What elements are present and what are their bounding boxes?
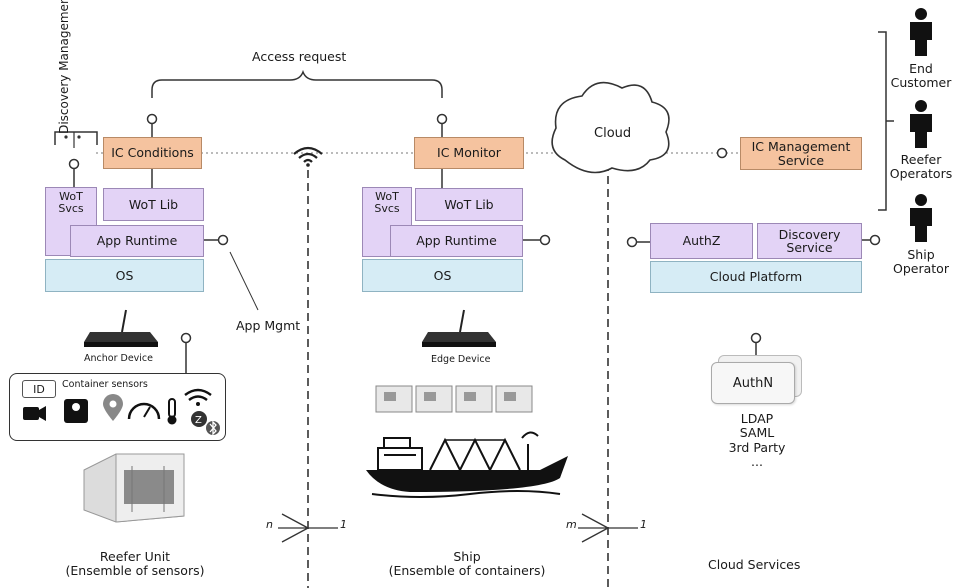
anchor-os: OS [45, 259, 204, 292]
ic-monitor-box: IC Monitor [414, 137, 524, 169]
authn-box: AuthN [711, 362, 795, 404]
multiplicity-n: n [266, 518, 273, 531]
thermometer-icon [167, 398, 177, 425]
anchor-device-label: Anchor Device [84, 353, 153, 364]
person-icon [910, 100, 932, 148]
multiplicity-left [278, 513, 338, 543]
discovery-management-label: Discovery Management [57, 0, 72, 134]
anchor-wot-lib: WoT Lib [103, 188, 204, 221]
access-request-label: Access request [252, 49, 347, 64]
auth-method-item: 3rd Party [728, 439, 786, 455]
cloud-icon [551, 81, 670, 174]
zwave-icon: Z [191, 411, 207, 427]
multiplicity-1-left: 1 [340, 518, 347, 531]
app-runtime-port [217, 234, 229, 246]
bluetooth-icon [206, 420, 220, 436]
ship-icon [366, 431, 568, 498]
multiplicity-right [578, 513, 638, 543]
sensor-icons: Z [23, 388, 220, 436]
edge-wot-lib: WoT Lib [415, 188, 523, 221]
conditions-port [146, 113, 158, 125]
scale-icon [64, 399, 88, 423]
auth-method-item: ... [751, 454, 763, 470]
reefer-caption: Reefer Unit (Ensemble of sensors) [50, 549, 220, 579]
reefer-unit-icon [83, 453, 185, 523]
camera-icon [23, 406, 46, 421]
gauge-icon [127, 402, 161, 420]
discovery-service-box: Discovery Service [757, 223, 862, 259]
ic-management-service: IC Management Service [740, 137, 862, 170]
anchor-device-icon [84, 309, 158, 347]
edge-runtime-port [539, 234, 551, 246]
anchor-app-runtime: App Runtime [70, 225, 204, 257]
ship-subtitle: (Ensemble of containers) [388, 563, 546, 579]
authz-box: AuthZ [650, 223, 753, 259]
multiplicity-1-right: 1 [640, 518, 647, 531]
id-tag: ID [22, 380, 56, 398]
ic-mgmt-port [716, 147, 728, 159]
person-icon [910, 194, 932, 242]
edge-wot-svcs: WoT Svcs [362, 187, 412, 257]
edge-device-icon [422, 309, 496, 347]
app-mgmt-label: App Mgmt [236, 318, 301, 333]
person-icon [910, 8, 932, 56]
wifi-icon [293, 146, 323, 167]
reefer-subtitle: (Ensemble of sensors) [65, 563, 205, 579]
access-request-bracket [151, 69, 443, 98]
ic-conditions-box: IC Conditions [103, 137, 202, 169]
discovery-bracket [54, 131, 98, 145]
auth-method-item: SAML [739, 425, 775, 441]
container-sensors-box: ID Container sensors Z [9, 373, 226, 441]
edge-app-runtime: App Runtime [390, 225, 523, 257]
monitor-port [436, 113, 448, 125]
location-pin-icon [103, 394, 123, 421]
cloud-services-caption: Cloud Services [708, 557, 801, 572]
auth-method-item: LDAP [740, 411, 774, 426]
multiplicity-m: m [566, 518, 577, 531]
svg-text:Z: Z [195, 415, 202, 426]
reefer-title: Reefer Unit [99, 549, 171, 564]
cloud-label: Cloud [594, 126, 632, 141]
edge-device-label: Edge Device [431, 354, 491, 365]
container-sensors-label: Container sensors [62, 379, 148, 390]
cloud-platform-box: Cloud Platform [650, 261, 862, 293]
wireless-icon [184, 388, 212, 406]
ship-title: Ship [453, 549, 481, 564]
container-icons [375, 385, 533, 413]
edge-os: OS [362, 259, 523, 292]
ship-caption: Ship (Ensemble of containers) [382, 549, 552, 579]
